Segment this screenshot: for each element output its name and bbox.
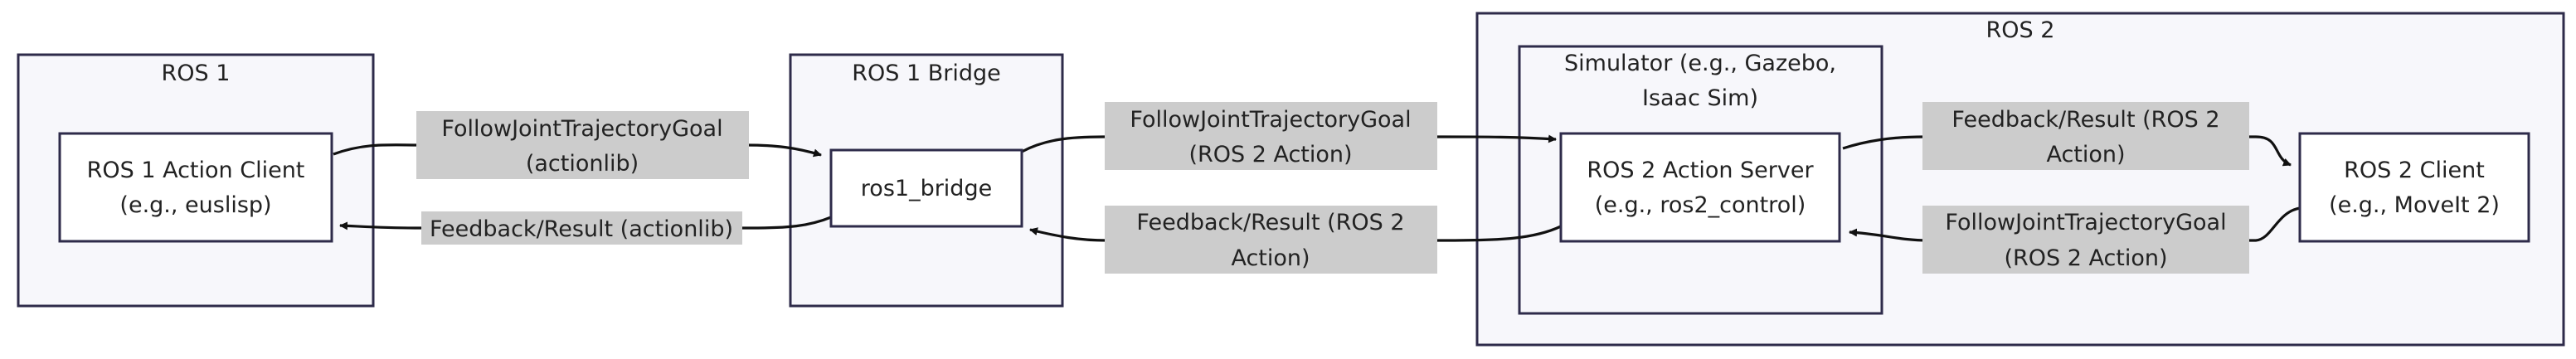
node-ros2-client: ROS 2 Client (e.g., MoveIt 2) <box>2298 132 2530 243</box>
svg-text:(ROS 2 Action): (ROS 2 Action) <box>2004 245 2167 271</box>
svg-text:ROS 2 Client: ROS 2 Client <box>2344 158 2485 183</box>
cluster-ros2-title: ROS 2 <box>1986 17 2055 43</box>
svg-text:(e.g., euslisp): (e.g., euslisp) <box>119 192 271 218</box>
edge-bridge-to-server <box>1021 134 1557 153</box>
cluster-simulator-title-line1: Simulator (e.g., Gazebo, <box>1564 51 1836 76</box>
edge-label-bridge-to-client: Feedback/Result (actionlib) <box>421 211 742 245</box>
svg-text:Feedback/Result (actionlib): Feedback/Result (actionlib) <box>430 216 733 242</box>
svg-text:(ROS 2 Action): (ROS 2 Action) <box>1188 142 1352 167</box>
cluster-ros1-title: ROS 1 <box>162 61 231 86</box>
svg-text:FollowJointTrajectoryGoal: FollowJointTrajectoryGoal <box>441 116 722 142</box>
node-ros2-action-server: ROS 2 Action Server (e.g., ros2_control) <box>1559 132 1841 243</box>
svg-text:FollowJointTrajectoryGoal: FollowJointTrajectoryGoal <box>1945 210 2226 235</box>
svg-text:ROS 2 Action Server: ROS 2 Action Server <box>1587 158 1814 183</box>
node-ros1-bridge: ros1_bridge <box>829 148 1023 228</box>
cluster-simulator-title-line2: Isaac Sim) <box>1642 85 1758 111</box>
edge-label-server-to-bridge: Feedback/Result (ROS 2 Action) <box>1105 206 1437 274</box>
node-ros1-action-client: ROS 1 Action Client (e.g., euslisp) <box>58 132 333 243</box>
svg-text:(e.g., ros2_control): (e.g., ros2_control) <box>1595 192 1806 218</box>
svg-text:(e.g., MoveIt 2): (e.g., MoveIt 2) <box>2329 192 2500 218</box>
edge-server-to-bridge <box>1029 225 1562 242</box>
svg-text:Action): Action) <box>1231 245 1310 271</box>
svg-text:FollowJointTrajectoryGoal: FollowJointTrajectoryGoal <box>1130 107 1411 133</box>
edge-label-bridge-to-server: FollowJointTrajectoryGoal (ROS 2 Action) <box>1105 102 1437 170</box>
edge-label-server-to-ros2client: Feedback/Result (ROS 2 Action) <box>1922 102 2249 170</box>
edge-label-client-to-bridge: FollowJointTrajectoryGoal (actionlib) <box>416 111 749 179</box>
cluster-bridge-title: ROS 1 Bridge <box>852 61 1001 86</box>
svg-text:Feedback/Result (ROS 2: Feedback/Result (ROS 2 <box>1951 107 2219 133</box>
svg-text:Action): Action) <box>2046 142 2125 167</box>
svg-text:ROS 1 Action Client: ROS 1 Action Client <box>87 158 305 183</box>
svg-text:(actionlib): (actionlib) <box>526 151 639 177</box>
svg-text:ros1_bridge: ros1_bridge <box>861 176 992 201</box>
svg-text:Feedback/Result (ROS 2: Feedback/Result (ROS 2 <box>1136 210 1404 235</box>
edge-label-ros2client-to-server: FollowJointTrajectoryGoal (ROS 2 Action) <box>1922 206 2249 274</box>
